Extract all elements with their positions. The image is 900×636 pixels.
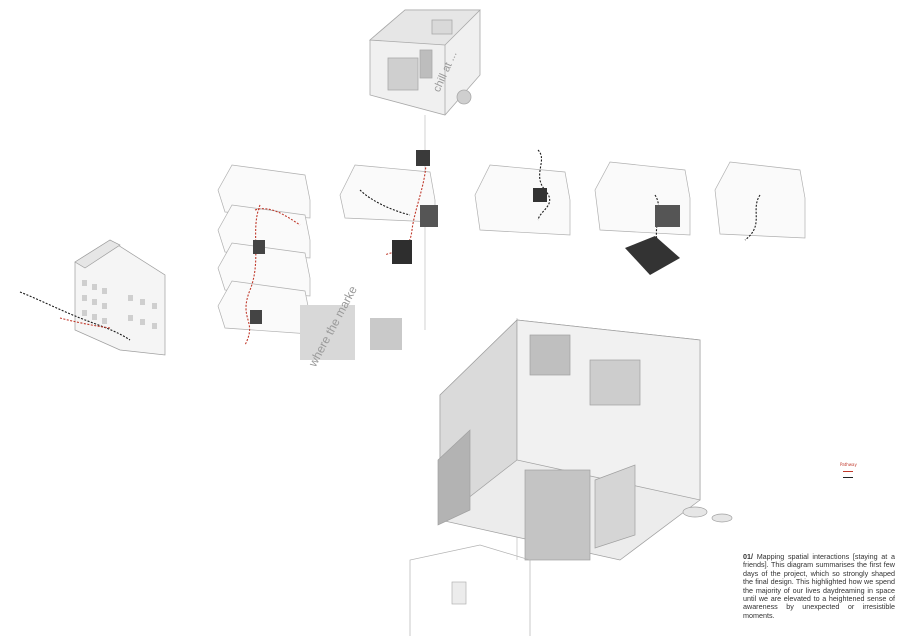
caption-number: 01/ [743,552,753,561]
lower-outline [409,544,531,636]
apartment-building [74,239,166,356]
caption-text: Mapping spatial interactions [staying at… [743,552,895,620]
top-apartment-model [368,9,481,116]
legend-title: Pathway [840,462,857,467]
legend-dark-line [843,476,853,478]
legend: Pathway [840,462,857,480]
caption: 01/ Mapping spatial interactions [stayin… [743,552,895,620]
market-block [437,319,733,561]
legend-row-1 [840,468,857,474]
legend-row-2 [840,474,857,480]
legend-red-line [843,470,853,472]
photo-fragments [250,150,680,360]
house-outlines [217,161,806,335]
